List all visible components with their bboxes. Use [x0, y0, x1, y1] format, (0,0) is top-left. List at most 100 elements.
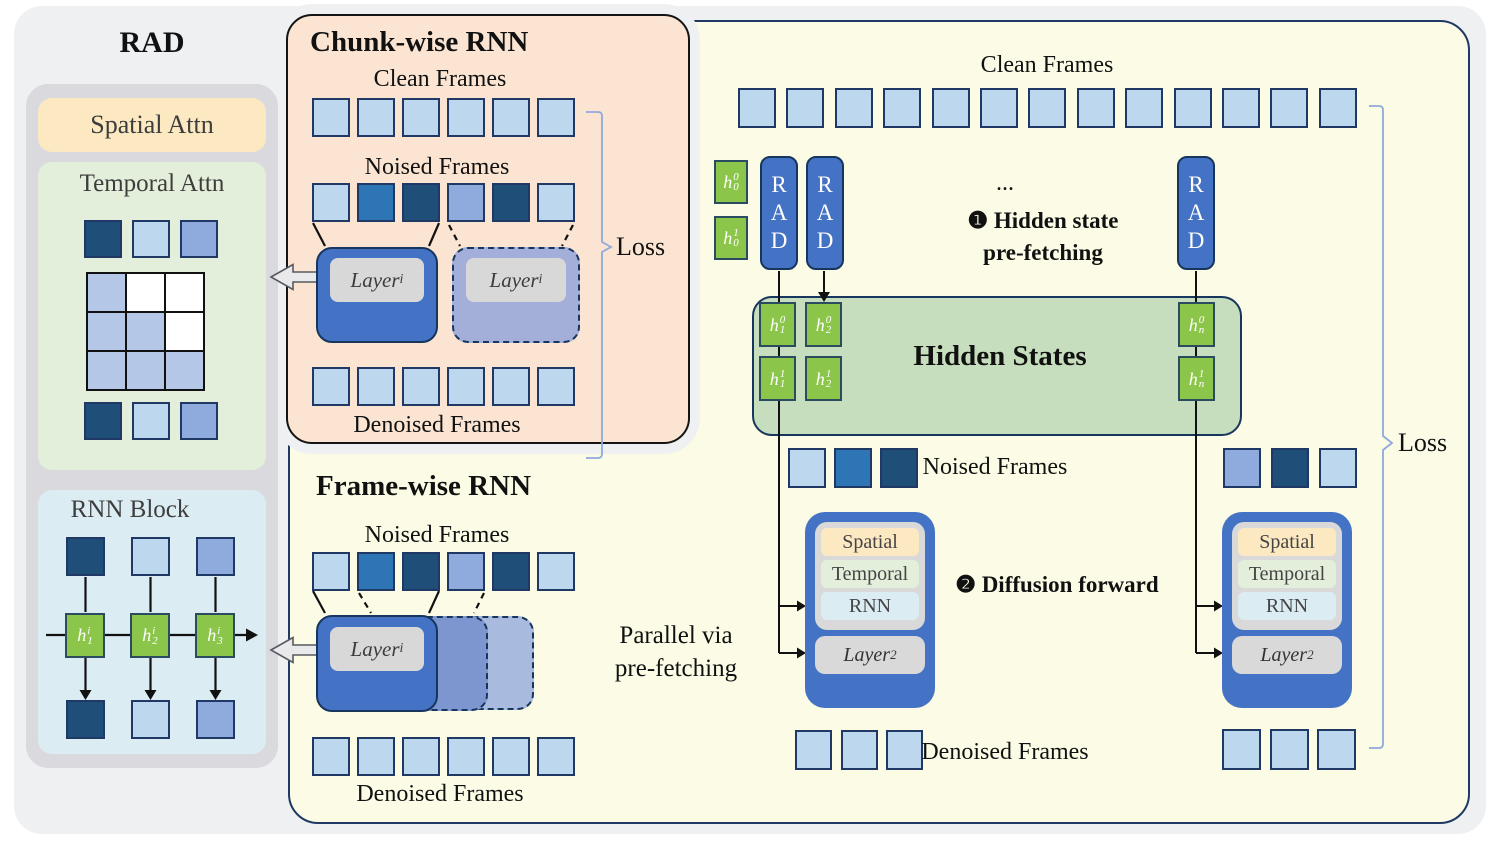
rad-pill-1: R A D [760, 156, 798, 270]
frame-square [980, 88, 1019, 128]
parallel-note-line2: pre-fetching [614, 655, 738, 682]
frame-square [447, 552, 485, 591]
frame-square [131, 700, 170, 739]
frame-square [1125, 88, 1164, 128]
frame-square [788, 448, 826, 488]
rad-pill-n: R A D [1177, 156, 1215, 270]
frame-square [196, 537, 235, 576]
chunk-noised-frames-label: Noised Frames [364, 154, 510, 180]
pipeline-clean-frames-label: Clean Frames [980, 52, 1114, 78]
chunk-clean-frames-row [312, 98, 575, 137]
frame-square [1223, 448, 1261, 488]
frame-square [165, 273, 204, 312]
frame-square [66, 700, 105, 739]
frame-square [131, 537, 170, 576]
frame-square [132, 402, 170, 440]
frame-square [1318, 88, 1357, 128]
pipeline-denoised-left-row [795, 730, 923, 770]
frame-square [492, 98, 530, 137]
rnn-input-frames [66, 537, 235, 576]
chunk-wise-rnn-panel [286, 14, 690, 444]
frame-square [312, 183, 350, 222]
frame-square [87, 351, 126, 390]
frame-square [492, 552, 530, 591]
frame-square [180, 402, 218, 440]
rad-block-left-rnn-pill: RNN [821, 592, 919, 620]
frame-square [1222, 88, 1261, 128]
frame-noised-frames-row [312, 552, 575, 591]
rnn-block-label: RNN Block [70, 496, 190, 523]
chunk-loss-label: Loss [616, 232, 666, 261]
pipeline-loss-label: Loss [1398, 428, 1448, 457]
frame-square [402, 552, 440, 591]
chunk-panel-title: Chunk-wise RNN [310, 26, 529, 58]
frame-square [357, 552, 395, 591]
frame-square [1270, 88, 1309, 128]
frame-square [880, 448, 918, 488]
pipeline-clean-frames-row [738, 88, 1357, 128]
frame-square [132, 220, 170, 258]
frame-square [537, 367, 575, 406]
frame-square [738, 88, 776, 128]
frame-square [1317, 729, 1356, 770]
frame-square [795, 730, 832, 770]
frame-square [537, 737, 575, 776]
chunk-noised-frames-row [312, 183, 575, 222]
frame-square [447, 98, 485, 137]
frame-square [834, 448, 872, 488]
frame-square [840, 730, 878, 770]
frame-square [1076, 88, 1115, 128]
frame-square [883, 88, 922, 128]
frame-square [447, 367, 485, 406]
frame-square [165, 351, 204, 390]
frame-square [312, 552, 350, 591]
attention-mask-grid [86, 272, 205, 391]
spatial-attn-label: Spatial Attn [90, 110, 214, 139]
frame-noised-frames-label: Noised Frames [364, 522, 510, 548]
parallel-note-line1: Parallel via [619, 622, 733, 649]
step1-annotation-line2: pre-fetching [983, 240, 1103, 265]
chunk-denoised-frames-row [312, 367, 575, 406]
rad-block-right-rnn-pill: RNN [1238, 592, 1336, 620]
rad-block-right-spatial-pill: Spatial [1238, 528, 1336, 556]
frame-square [492, 183, 530, 222]
step1-annotation-line1: ❶ Hidden state [967, 208, 1119, 233]
pipeline-noised-frames-label: Noised Frames [922, 454, 1068, 480]
frame-square [492, 737, 530, 776]
frame-square [537, 552, 575, 591]
chunk-clean-frames-label: Clean Frames [373, 66, 507, 92]
rad-pill-2: R A D [806, 156, 844, 270]
rad-block-left-spatial-pill: Spatial [821, 528, 919, 556]
frame-square [402, 98, 440, 137]
rad-ellipsis: ... [996, 170, 1014, 196]
frame-square [126, 351, 165, 390]
pipeline-noised-right-row [1223, 448, 1357, 488]
frame-square [126, 312, 165, 351]
frame-square [87, 312, 126, 351]
frame-square [1222, 729, 1261, 770]
frame-square [834, 88, 873, 128]
frame-square [357, 737, 395, 776]
frame-square [180, 220, 218, 258]
frame-square [886, 730, 923, 770]
frame-square [196, 700, 235, 739]
frame-square [786, 88, 825, 128]
chunk-denoised-frames-label: Denoised Frames [353, 412, 521, 438]
frame-square [1173, 88, 1212, 128]
